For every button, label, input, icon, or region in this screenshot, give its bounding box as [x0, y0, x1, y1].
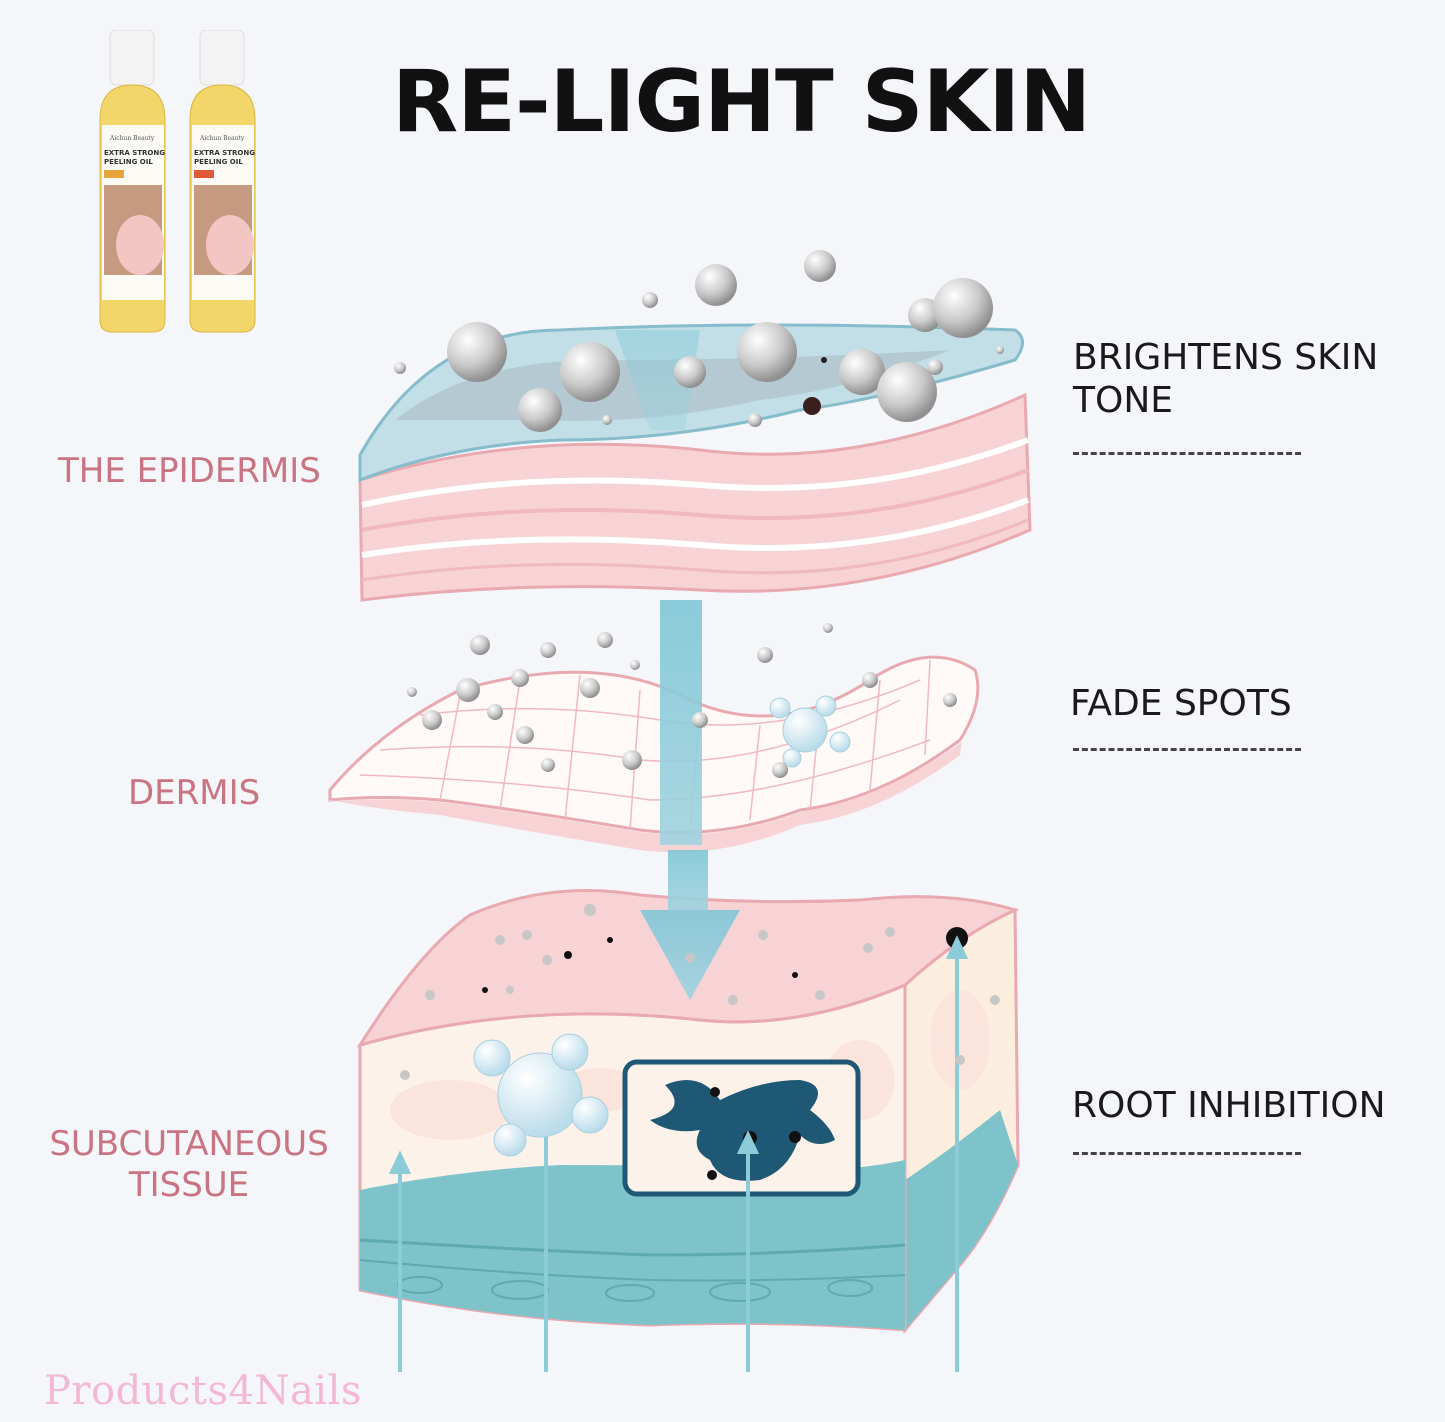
penetration-arrow — [615, 330, 740, 1000]
svg-text:PEELING OIL: PEELING OIL — [104, 158, 153, 166]
benefit-brightens: BRIGHTENS SKIN TONE — [1073, 336, 1378, 422]
divider-brightens — [1073, 452, 1301, 455]
label-dermis: DERMIS — [128, 773, 261, 813]
svg-text:PEELING OIL: PEELING OIL — [194, 158, 243, 166]
label-epidermis: THE EPIDERMIS — [58, 451, 321, 491]
svg-text:EXTRA STRONG: EXTRA STRONG — [104, 149, 165, 157]
label-subcutaneous-line1: SUBCUTANEOUS — [49, 1124, 329, 1164]
divider-fade-spots — [1073, 748, 1301, 751]
label-subcutaneous-line2: TISSUE — [128, 1164, 250, 1205]
svg-text:Aichun Beauty: Aichun Beauty — [199, 135, 245, 142]
dermis-layer — [328, 655, 980, 853]
product-bottle-right: Aichun Beauty EXTRA STRONG PEELING OIL — [180, 29, 275, 340]
particles-dermis — [407, 623, 957, 778]
benefit-brightens-line2: TONE — [1073, 380, 1174, 422]
benefit-fade-spots: FADE SPOTS — [1070, 683, 1292, 724]
benefit-root-inhibition: ROOT INHIBITION — [1072, 1085, 1386, 1126]
product-bottle-left: Aichun Beauty EXTRA STRONG PEELING OIL — [90, 29, 185, 340]
melanocyte-icon — [650, 1080, 835, 1181]
bubble-cluster-subcutaneous — [473, 1033, 609, 1157]
subcutaneous-layer — [356, 889, 1020, 1335]
particles-epidermis — [394, 250, 1004, 432]
svg-text:Aichun Beauty: Aichun Beauty — [109, 135, 155, 142]
bubble-cluster-dermis — [769, 695, 851, 768]
particles-subcutaneous — [400, 904, 1000, 1080]
watermark-logo: Products4Nails — [44, 1368, 362, 1414]
benefit-brightens-line1: BRIGHTENS SKIN — [1073, 337, 1379, 378]
label-subcutaneous: SUBCUTANEOUS TISSUE — [30, 1124, 348, 1206]
upward-arrows — [388, 935, 969, 1372]
svg-text:EXTRA STRONG: EXTRA STRONG — [194, 149, 255, 157]
divider-root-inhibition — [1073, 1152, 1301, 1155]
page-title: RE-LIGHT SKIN — [392, 52, 1091, 152]
